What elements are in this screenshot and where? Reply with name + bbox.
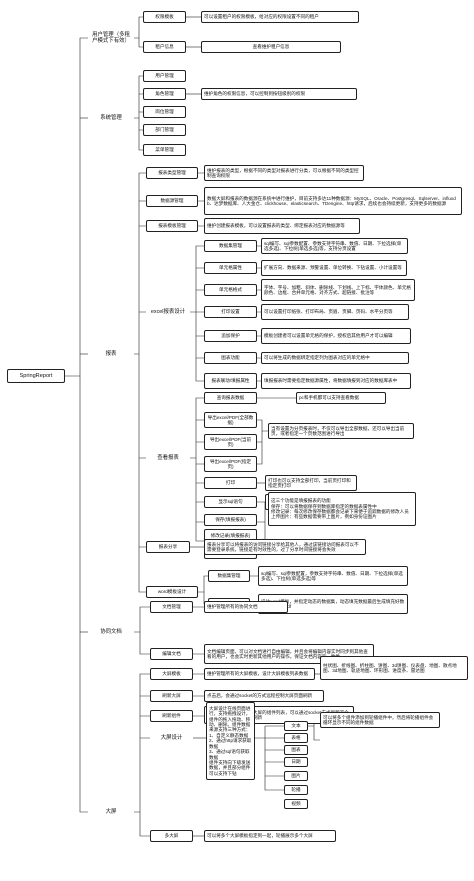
connector — [257, 245, 261, 382]
node-user-mgmt: 用户管理 — [143, 70, 186, 82]
connector — [65, 37, 88, 377]
view-desc-query: pc和手机都可以支持查看数据 — [296, 392, 386, 404]
excel-desc-dataset: sql编写、sql参数配置、参数支持字符串、数值、日期、下拉选择(单选多选)、下… — [261, 238, 408, 254]
connector — [255, 725, 284, 791]
desc-screen-template: 维护管理所有的大屏模板，设计大屏模板列表数据 — [204, 668, 315, 680]
view-item-show-sql: 显示sql语句 — [204, 496, 257, 508]
excel-desc-cell-format: 字体、字号、加粗、斜体、删除线、下划线、上下标、字体颜色、单元格颜色、边框、合并… — [261, 279, 415, 301]
node-permission-template: 权限模板 — [143, 11, 186, 23]
desc-template: 维护创建报表模板，可以设置报表的类型、绑定报表对应的数据源等 — [204, 218, 360, 234]
node-multi-screen: 多大屏 — [150, 830, 193, 842]
view-desc-fill: 这三个功能是填报报表的功能 保存：可以将数据保存到数据库指定的数据表属性中 修改… — [268, 492, 416, 526]
view-item-export-range: 导出excel/PDF(指定页) — [204, 456, 257, 472]
desc-report-share: 报表分享可以将报表的访问链接分享给其他人，通过该链接访问报表可以不需要登录系统，… — [204, 539, 366, 555]
node-template-mgmt: 报表模板管理 — [146, 220, 198, 232]
component-carousel: 轮播 — [284, 785, 308, 795]
node-post-mgmt: 岗位管理 — [143, 106, 186, 118]
desc-permission-template: 可以设置租户的权限模板，给对应的权限设置不同的租户 — [201, 11, 359, 23]
connector — [134, 16, 143, 39]
desc-role-mgmt: 维护角色的权限信息，可以控制到按钮级别的权限 — [201, 88, 357, 100]
connector — [134, 606, 150, 655]
desc-doc-mgmt: 维护管理所有的协同文档 — [204, 601, 288, 613]
group-big-screen: 大屏 — [105, 808, 117, 815]
excel-item-protect: 追加保护 — [204, 330, 257, 342]
excel-desc-chart: 可以将生成的数据绑定指定列为图表对应的单元格中 — [261, 352, 409, 364]
component-image: 图片 — [284, 771, 308, 781]
component-video: 视频 — [284, 799, 308, 809]
excel-desc-cell-attr: 扩展方向、数据来源、预警设置、单位转换、下钻设置、小计设置等 — [261, 260, 407, 276]
desc-screen-design: 大屏设计在线页面进行，支持拖拽设计，组件的拖入拖动、移动、删除。组件数据来源支持… — [206, 702, 255, 780]
node-refresh-component: 刷新组件 — [150, 710, 193, 722]
node-tenant-info: 租户信息 — [143, 41, 186, 53]
view-item-print: 打印 — [204, 477, 257, 489]
view-desc-export: 当有设置为分页报表时，不仅可以导出全部数据，还可以导出当前页，或者指定一个页数范… — [268, 423, 414, 439]
connector — [250, 575, 258, 605]
desc-chart-types: 柱状图、折线图、折柱图、饼图、3d饼图、仪表盘、地图、散点地图、3d地图、轨迹地… — [320, 656, 468, 680]
node-doc-mgmt: 文档管理 — [150, 601, 193, 613]
connector — [134, 673, 150, 837]
component-text: 文本 — [284, 721, 308, 731]
desc-datasource: 数据大屏和报表的数据源在系统中进行维护，目前支持多达11种数据源：MySQL、O… — [204, 187, 462, 215]
node-refresh-screen: 刷新大屏 — [150, 690, 193, 702]
connector — [198, 575, 208, 605]
node-report-view: 查看报表 — [157, 454, 179, 461]
excel-desc-print: 可以设置打印纸张、打印布局、页眉、页脚、页码、水平分页等 — [261, 304, 409, 320]
node-report-share: 报表分享 — [146, 541, 190, 553]
view-item-export-current: 导出excel/PDF(当前页) — [204, 434, 257, 450]
node-screen-design: 大屏设计 — [160, 734, 183, 741]
connector — [193, 606, 204, 655]
word-item-dataset: 数据集管理 — [208, 570, 250, 582]
excel-item-dataset: 数据集管理 — [204, 240, 257, 252]
excel-desc-fill-attr: 填报报表时需要指定数据源属性，将数据填报到对应的数据库表中 — [261, 373, 411, 389]
excel-item-chart: 图表功能 — [204, 352, 257, 364]
node-screen-template: 大屏模板 — [150, 668, 193, 680]
connector — [257, 419, 268, 465]
excel-desc-protect: 模板创建者可以设置单元格的保护，授权后其他用户才可以编辑 — [261, 328, 411, 344]
component-date: 日期 — [284, 757, 308, 767]
view-item-save: 保存(填报报表) — [204, 514, 257, 526]
node-role-mgmt: 角色管理 — [143, 88, 186, 100]
node-excel-design: excel报表设计 — [150, 308, 186, 315]
group-collab-docs: 协同文档 — [100, 628, 122, 635]
group-system-management: 系统管理 — [100, 114, 122, 121]
connector — [190, 245, 204, 382]
component-chart: 图表 — [284, 745, 308, 755]
excel-item-print: 打印设置 — [204, 306, 257, 318]
component-table: 表格 — [284, 733, 308, 743]
root-node: SpringReport — [7, 369, 65, 383]
connector — [193, 673, 204, 717]
desc-report-type: 维护报表的类型，根据不同的类型对报表进行分类，可以根据不同的类型控制查询权限 — [204, 165, 364, 181]
excel-item-cell-attr: 单元格属性 — [204, 262, 257, 274]
view-item-export-all: 导出excel/PDF(全部数据) — [204, 412, 257, 428]
connector — [190, 397, 204, 542]
desc-refresh-screen: 点击后，会通过socket的方式远程控制大屏页面刷新 — [204, 690, 324, 702]
group-report: 报表 — [105, 350, 117, 357]
connector — [79, 376, 88, 813]
node-datasource-mgmt: 数据源管理 — [146, 195, 198, 207]
node-word-design: word模板设计 — [146, 586, 198, 598]
view-item-query: 查询报表数据 — [204, 392, 257, 404]
desc-components: 可以将多个组件添加到轮播组件中，然后将轮播组件会循环显示不同的组件数据 — [320, 712, 440, 728]
excel-item-fill-attr: 报表联动/填报属性 — [204, 373, 257, 389]
desc-multi-screen: 可以将多个大屏模板指定到一起，轮播展示多个大屏 — [204, 830, 336, 842]
word-desc-dataset: sql编写、sql参数配置，参数支持字符串、数值、日期、下拉选择(单选多选)、下… — [258, 566, 408, 586]
node-edit-doc: 编辑文档 — [150, 648, 193, 660]
connector — [138, 38, 143, 48]
connector — [134, 75, 143, 151]
connector — [134, 172, 146, 593]
connector — [198, 172, 204, 227]
node-report-type-mgmt: 报表类型管理 — [146, 167, 198, 179]
group-user-management: 用户管理（多租户模式下有效） — [92, 31, 130, 44]
node-dept-mgmt: 部门管理 — [143, 124, 186, 136]
node-menu-mgmt: 菜单管理 — [143, 144, 186, 156]
desc-tenant-info: 查看维护租户信息 — [201, 41, 341, 53]
view-desc-print: 打印也可以支持全部打印，当前页打印和指定页打印 — [265, 475, 357, 491]
excel-item-cell-format: 单元格格式 — [204, 284, 257, 296]
